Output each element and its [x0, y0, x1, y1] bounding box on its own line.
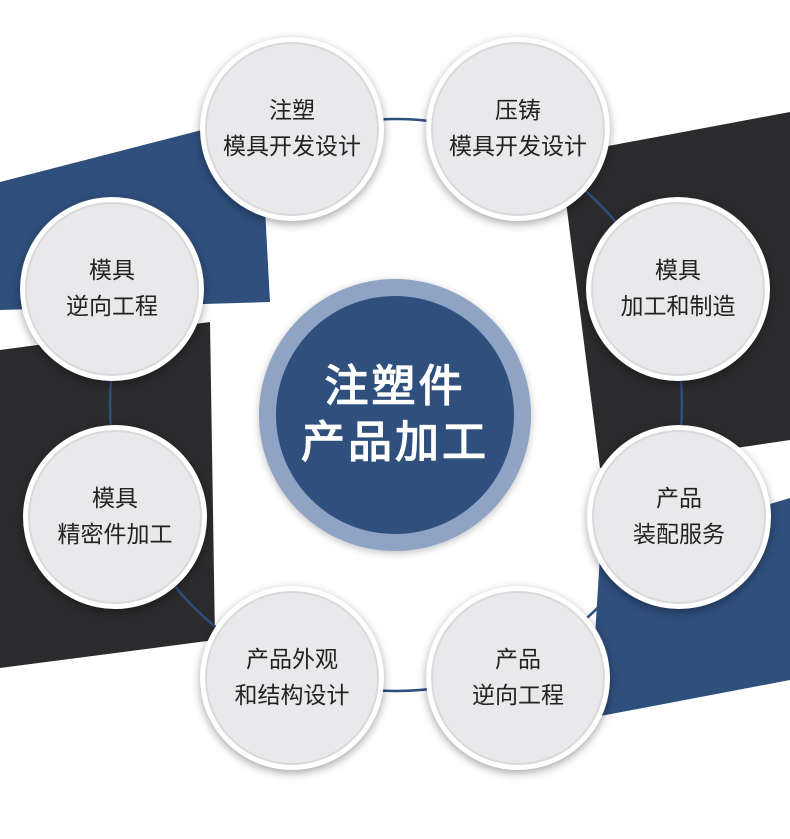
node-injection-mold-design: 注塑 模具开发设计 — [200, 37, 384, 221]
node-label-line: 精密件加工 — [57, 522, 173, 548]
node-label-line: 模具 — [89, 258, 135, 284]
node-label-line: 注塑 — [269, 98, 315, 124]
node-label-line: 模具 — [655, 258, 701, 284]
node-product-reverse-engineering: 产品 逆向工程 — [426, 586, 610, 770]
node-label-line: 和结构设计 — [234, 683, 350, 709]
node-label-line: 装配服务 — [633, 522, 725, 548]
center-hub: 注塑件 产品加工 — [276, 296, 514, 534]
node-label-line: 模具开发设计 — [449, 134, 587, 160]
node-label-line: 逆向工程 — [472, 683, 564, 709]
connecting-ring — [108, 117, 684, 693]
node-product-assembly: 产品 装配服务 — [587, 425, 771, 609]
node-label-line: 产品 — [495, 647, 541, 673]
node-label-line: 模具 — [92, 486, 138, 512]
node-die-casting-mold-design: 压铸 模具开发设计 — [426, 37, 610, 221]
node-mold-manufacturing: 模具 加工和制造 — [586, 197, 770, 381]
node-label-line: 加工和制造 — [620, 294, 736, 320]
node-label-line: 压铸 — [495, 98, 541, 124]
node-mold-reverse-engineering: 模具 逆向工程 — [20, 197, 204, 381]
node-label-line: 产品外观 — [246, 647, 338, 673]
node-label-line: 产品 — [656, 486, 702, 512]
node-label-line: 逆向工程 — [66, 294, 158, 320]
node-mold-precision-machining: 模具 精密件加工 — [23, 425, 207, 609]
node-label-line: 模具开发设计 — [223, 134, 361, 160]
node-product-appearance-design: 产品外观 和结构设计 — [200, 586, 384, 770]
center-title-line-1: 注塑件 — [324, 361, 466, 412]
center-title-line-2: 产品加工 — [301, 417, 489, 468]
